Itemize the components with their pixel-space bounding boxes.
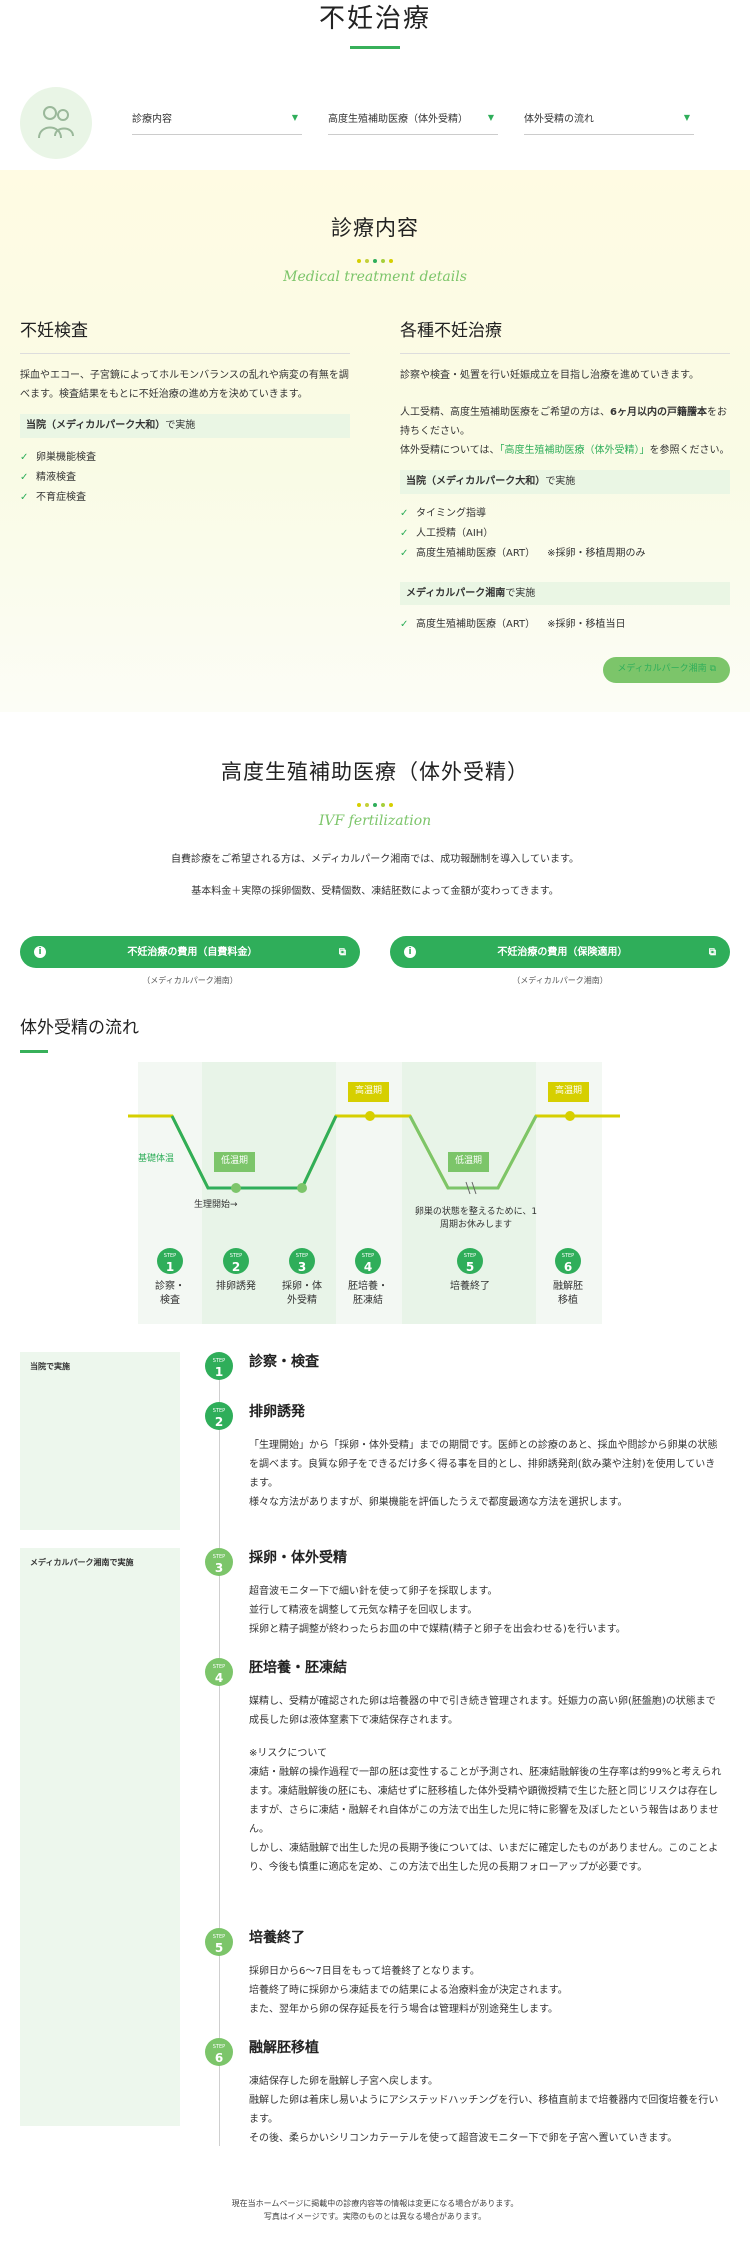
anchor-ivf[interactable]: 高度生殖補助医療（体外受精） ▼ — [328, 111, 498, 136]
shonan-button[interactable]: メディカルパーク湘南 ⧉ — [603, 657, 730, 683]
group-shonan: メディカルパーク湘南で実施 — [20, 1548, 180, 2126]
column-heading: 各種不妊治療 — [400, 317, 730, 354]
title-underline — [20, 1049, 48, 1053]
external-link-icon: ⧉ — [708, 946, 716, 958]
column-desc: 人工受精、高度生殖補助医療をご希望の方は、6ヶ月以内の戸籍謄本をお持ちください。 — [400, 407, 727, 437]
list-item: 高度生殖補助医療（ART）※採卵・移植周期のみ — [400, 544, 730, 564]
section-title: 高度生殖補助医療（体外受精） — [221, 760, 529, 784]
page-header: 不妊治療 — [0, 0, 750, 62]
check-list: 卵巣機能検査 精液検査 不育症検査 — [20, 448, 350, 508]
temperature-chart — [128, 1062, 620, 1324]
anchor-flow[interactable]: 体外受精の流れ ▼ — [524, 111, 694, 136]
list-item: 高度生殖補助医療（ART）※採卵・移植当日 — [400, 615, 730, 635]
check-list: タイミング指導 人工授精（AIH） 高度生殖補助医療（ART）※採卵・移植周期の… — [400, 504, 730, 564]
group-clinic: 当院で実施 — [20, 1352, 180, 1530]
info-icon: i — [404, 946, 416, 959]
column-heading: 不妊検査 — [20, 317, 350, 354]
period-start-label: 生理開始→ — [194, 1200, 238, 1210]
ivf-paragraph: 自費診療をご希望される方は、メディカルパーク湘南では、成功報酬制を導入しています… — [171, 854, 579, 866]
external-link-icon: ⧉ — [709, 664, 716, 674]
button-caption: （メディカルパーク湘南） — [142, 976, 238, 986]
anchor-label: 高度生殖補助医療（体外受精） — [328, 113, 468, 125]
location-highlight: 当院（メディカルパーク大和）で実施 — [20, 414, 350, 438]
page-title: 不妊治療 — [318, 4, 431, 34]
high-temp-tag: 高温期 — [348, 1082, 390, 1102]
section-script: Medical treatment details — [283, 268, 467, 285]
ivf-paragraph: 基本料金＋実際の採卵個数、受精個数、凍結胚数によって金額が変わってきます。 — [191, 885, 559, 897]
anchor-label: 診療内容 — [132, 113, 172, 125]
column-desc: 診察や検査・処置を行い妊娠成立を目指し治療を進めていきます。 — [400, 370, 699, 381]
list-item: タイミング指導 — [400, 504, 730, 524]
section-title: 診療内容 — [331, 216, 419, 240]
dots-decoration — [20, 795, 730, 807]
list-item: 精液検査 — [20, 468, 350, 488]
external-link-icon: ⧉ — [338, 946, 346, 958]
triangle-down-icon: ▼ — [487, 112, 494, 122]
anchor-nav: 診療内容 ▼ 高度生殖補助医療（体外受精） ▼ 体外受精の流れ ▼ — [0, 62, 750, 170]
flow-title: 体外受精の流れ — [20, 1018, 139, 1038]
family-icon — [20, 87, 92, 159]
footer-line: 写真はイメージです。実際のものとは異なる場合があります。 — [263, 2211, 487, 2221]
various-treatment-column: 各種不妊治療 診察や検査・処置を行い妊娠成立を目指し治療を進めていきます。 人工… — [400, 317, 730, 683]
anchor-treatment[interactable]: 診療内容 ▼ — [132, 111, 302, 136]
page-footer: 現在当ホームページに掲載中の診療内容等の情報は変更になる場合があります。 写真は… — [0, 2198, 750, 2224]
column-desc: 採血やエコー、子宮鏡によってホルモンバランスの乱れや病変の有無を調べます。検査結… — [20, 370, 349, 400]
check-list: 高度生殖補助医療（ART）※採卵・移植当日 — [400, 615, 730, 635]
column-desc: 体外受精については、「高度生殖補助医療（体外受精）」を参照ください。 — [400, 445, 730, 456]
item-title: 診察・検査 — [249, 1354, 319, 1370]
ivf-section: 高度生殖補助医療（体外受精） IVF fertilization 自費診療をご希… — [0, 712, 750, 1014]
list-item: 卵巣機能検査 — [20, 448, 350, 468]
list-item: 不育症検査 — [20, 488, 350, 508]
triangle-down-icon: ▼ — [291, 112, 298, 122]
title-underline — [350, 46, 400, 49]
item-title: 排卵誘発 — [249, 1404, 305, 1420]
treatment-section: 診療内容 Medical treatment details 不妊検査 採血やエ… — [0, 170, 750, 712]
location-highlight: メディカルパーク湘南で実施 — [400, 581, 730, 605]
anchor-label: 体外受精の流れ — [524, 113, 594, 125]
timeline-line — [219, 1352, 220, 2146]
triangle-down-icon: ▼ — [683, 112, 690, 122]
info-icon: i — [34, 946, 46, 959]
list-item: 人工授精（AIH） — [400, 524, 730, 544]
infertility-test-column: 不妊検査 採血やエコー、子宮鏡によってホルモンバランスの乱れや病変の有無を調べま… — [20, 317, 350, 683]
item-title: 融解胚移植 — [249, 2040, 319, 2056]
flow-heading: 体外受精の流れ — [0, 1014, 750, 1062]
low-temp-tag: 低温期 — [448, 1152, 490, 1172]
item-title: 培養終了 — [249, 1930, 305, 1946]
dots-decoration — [20, 251, 730, 263]
rest-label: 卵巣の状態を整えるために、1周期お休みします — [414, 1207, 538, 1230]
section-script: IVF fertilization — [318, 812, 432, 829]
location-highlight: 当院（メディカルパーク大和）で実施 — [400, 470, 730, 494]
base-temp-label: 基礎体温 — [138, 1154, 175, 1164]
ivf-link[interactable]: 「高度生殖補助医療（体外受精）」 — [499, 445, 650, 456]
low-temp-tag: 低温期 — [214, 1152, 256, 1172]
item-title: 採卵・体外受精 — [249, 1550, 347, 1566]
footer-line: 現在当ホームページに掲載中の診療内容等の情報は変更になる場合があります。 — [231, 2199, 519, 2208]
high-temp-tag: 高温期 — [548, 1082, 590, 1102]
flow-diagram: 基礎体温 高温期 高温期 低温期 低温期 生理開始→ 卵巣の状態を整えるために、… — [0, 1062, 750, 1352]
item-title: 胚培養・胚凍結 — [249, 1660, 347, 1676]
button-caption: （メディカルパーク湘南） — [512, 976, 608, 986]
